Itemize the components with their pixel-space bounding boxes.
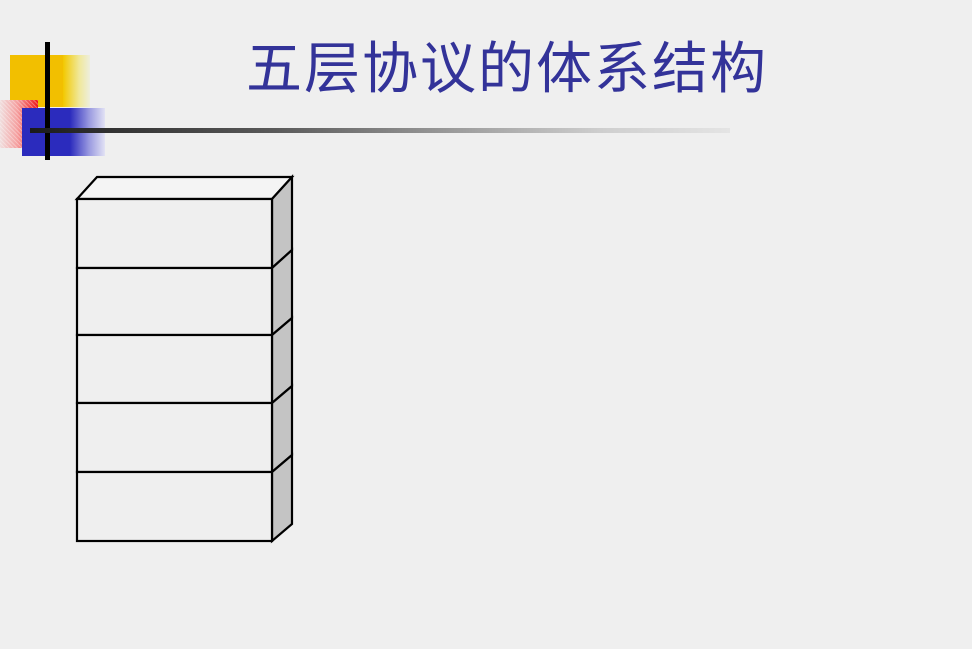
stack-layer-1-front (75, 197, 274, 270)
logo-yellow-square (10, 55, 63, 107)
stack-layer-2-front (75, 266, 274, 337)
logo-vertical-bar (45, 42, 50, 160)
decorative-corner-mark (0, 30, 730, 165)
stack-top-face (74, 175, 295, 201)
title-underline-rule (30, 128, 730, 133)
page-title: 五层协议的体系结构 (246, 37, 768, 102)
stack-layer-3-front (75, 333, 274, 405)
stack-layer-4-front (75, 401, 274, 474)
logo-yellow-gradient (63, 55, 90, 107)
stack-layer-5-front (75, 470, 274, 543)
five-layer-protocol-stack (60, 160, 340, 560)
